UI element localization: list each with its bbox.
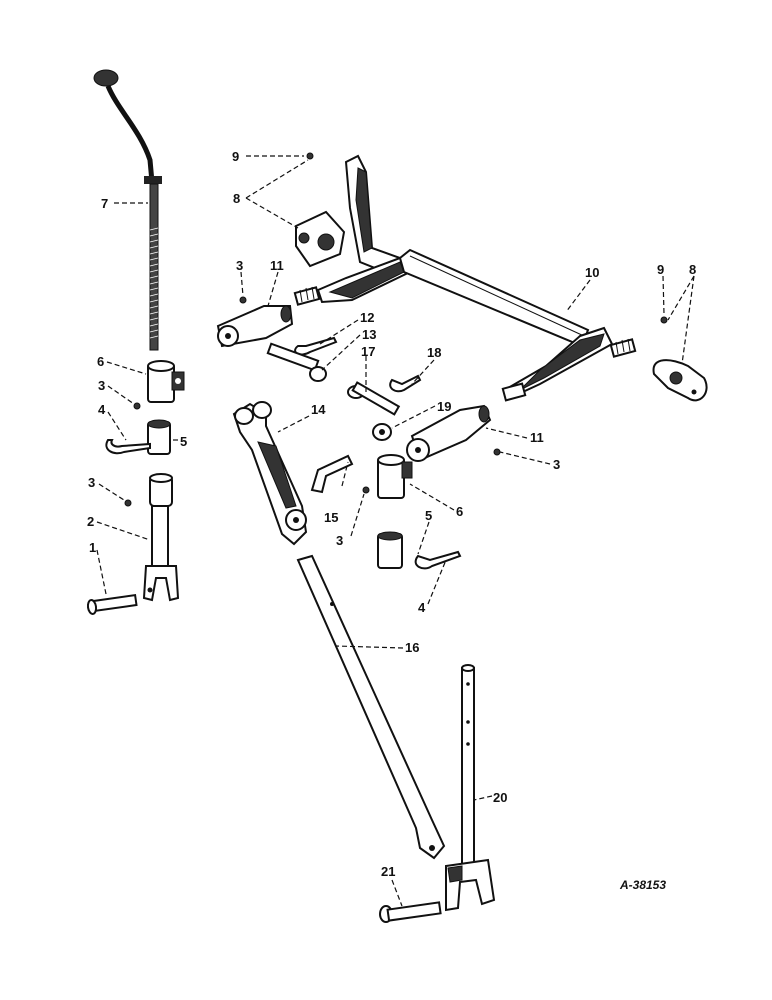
callout-3-right: 3	[553, 457, 560, 472]
callout-3-center: 3	[336, 533, 343, 548]
callout-6-right: 6	[456, 504, 463, 519]
callout-17: 17	[361, 344, 375, 359]
part-flange-bracket-right	[652, 359, 708, 402]
callout-14: 14	[311, 402, 326, 417]
part-bracket-upper	[295, 210, 346, 268]
callout-3-left-lower: 3	[88, 475, 95, 490]
part-pin-17	[347, 381, 401, 416]
callout-19: 19	[437, 399, 451, 414]
part-shift-lever	[93, 69, 162, 351]
part-clevis-pin-13	[266, 342, 327, 382]
part-connecting-rod	[296, 554, 446, 860]
callout-12: 12	[360, 310, 374, 325]
callout-9-right: 9	[657, 262, 664, 277]
part-bushing-left	[147, 419, 171, 455]
callout-15: 15	[324, 510, 338, 525]
callout-21: 21	[381, 864, 395, 879]
callout-1: 1	[89, 540, 96, 555]
part-setscrew-11-left	[239, 296, 247, 304]
part-l-pin-15	[310, 454, 354, 494]
callout-16: 16	[405, 640, 419, 655]
callout-5-right: 5	[425, 508, 432, 523]
callout-labels: 9 8 7 3 11 10 9 8 12 13 17 18 6 3 4 19 1…	[87, 149, 696, 892]
callout-3-clevis: 3	[236, 258, 243, 273]
part-clevis-left	[216, 305, 294, 348]
callout-2: 2	[87, 514, 94, 529]
part-cross-shaft	[293, 154, 637, 402]
part-shift-rail	[445, 664, 496, 912]
part-block-right	[377, 454, 413, 499]
part-setscrew-left-lower	[124, 499, 132, 507]
part-cotter-pin-right	[414, 550, 462, 570]
callout-11-left: 11	[270, 258, 284, 273]
callout-7: 7	[101, 196, 108, 211]
callout-20: 20	[493, 790, 507, 805]
callout-4-left: 4	[98, 402, 106, 417]
part-collar-19	[372, 423, 392, 441]
callout-5-left: 5	[180, 434, 187, 449]
part-bushing-right	[377, 531, 403, 569]
callout-8-right: 8	[689, 262, 696, 277]
part-pin-21	[379, 901, 442, 923]
part-setscrew-right-9	[660, 316, 668, 324]
part-setscrew-11-right	[493, 448, 501, 456]
part-lower-lever	[142, 473, 180, 602]
part-turnbuckle-link	[232, 401, 308, 546]
callout-4-right: 4	[418, 600, 426, 615]
callout-13: 13	[362, 327, 376, 342]
callout-8-upper: 8	[233, 191, 240, 206]
part-block-left	[147, 360, 185, 403]
callout-6-left: 6	[97, 354, 104, 369]
part-setscrew-left-upper	[133, 402, 141, 410]
callout-18: 18	[427, 345, 441, 360]
leader-lines	[96, 155, 695, 907]
drawing-reference-number: A-38153	[619, 878, 666, 892]
part-cotter-pin-12	[294, 336, 338, 356]
callout-11-right: 11	[530, 430, 544, 445]
part-cotter-pin-18	[389, 374, 422, 393]
part-setscrew-15	[362, 486, 370, 494]
callout-9-upper: 9	[232, 149, 239, 164]
part-clevis-pin-left	[86, 593, 138, 615]
callout-10: 10	[585, 265, 599, 280]
part-cotter-pin-left	[105, 439, 151, 455]
part-clevis-right	[406, 404, 492, 462]
callout-3-left-upper: 3	[98, 378, 105, 393]
part-setscrew-upper	[306, 152, 314, 160]
